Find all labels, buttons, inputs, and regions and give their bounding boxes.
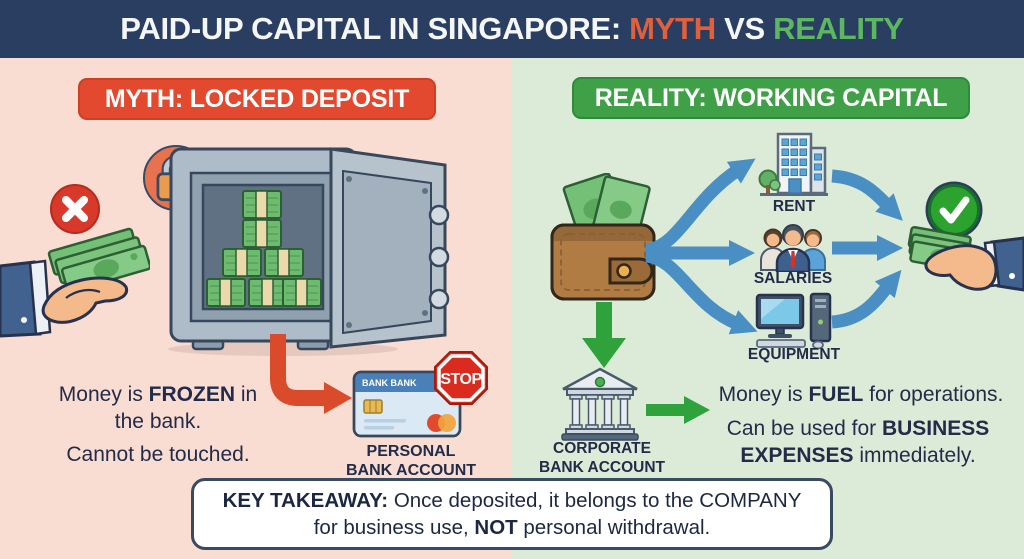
expenses-text: Can be used for BUSINESS EXPENSES immedi… [708,416,1008,469]
blue-fan-arrows [644,158,758,335]
personal-account-caption: PERSONAL BANK ACCOUNT [330,442,492,480]
hand-giving-money-icon [0,227,150,338]
frozen-post: in [235,383,258,406]
safe-icon [168,147,450,356]
frozen-bold: FROZEN [148,383,235,406]
green-right-arrow [646,396,710,424]
cannot-text: Cannot be touched. [66,443,250,466]
title-reality-word: REALITY [773,11,904,46]
blue-converge-arrows [831,169,903,329]
myth-banner: MYTH: LOCKED DEPOSIT [78,78,436,120]
caption-line2: BANK ACCOUNT [539,458,665,476]
bank-building-icon [561,367,639,441]
check-glyph [939,196,970,224]
takeaway-not: NOT [474,516,518,540]
equipment-label: EQUIPMENT [747,346,841,363]
salaries-label: SALARIES [753,270,833,287]
cross-glyph [62,196,88,222]
frozen-pre: Money is [58,383,149,406]
people-icon [760,224,826,272]
frozen-text: Money is FROZEN in the bank. [25,382,291,435]
takeaway-lead: KEY TAKEAWAY: [222,489,389,512]
title-prefix: PAID-UP CAPITAL IN SINGAPORE: [120,11,630,46]
money-stacks [206,190,322,307]
fuel-pre: Money is [718,383,809,406]
reality-panel: REALITY: WORKING CAPITAL [512,58,1024,559]
expenses-pre: Can be used for [726,417,882,440]
building-icon [758,132,828,196]
takeaway-end: personal withdrawal. [517,516,711,540]
takeaway-middle: Once deposited, it belongs to the COMPAN… [313,489,802,540]
caption-line1: CORPORATE [553,440,651,457]
caption-line1: PERSONAL [366,443,456,460]
computer-icon [755,292,832,349]
title-vs-word: VS [715,11,774,46]
key-takeaway-box: KEY TAKEAWAY: Once deposited, it belongs… [191,478,833,551]
caption-line2: BANK ACCOUNT [345,462,477,480]
red-arrow [270,334,352,414]
stop-label: STOP [440,371,482,388]
header-bar: PAID-UP CAPITAL IN SINGAPORE: MYTH VS RE… [0,0,1024,58]
fuel-bold: FUEL [808,383,864,406]
reality-banner: REALITY: WORKING CAPITAL [572,77,970,119]
green-down-arrow [582,302,626,368]
expenses-bold: BUSINESS EXPENSES [740,417,990,467]
page-title: PAID-UP CAPITAL IN SINGAPORE: MYTH VS RE… [120,11,904,47]
cross-icon [50,184,100,234]
frozen-line2: the bank. [114,409,202,433]
wallet-icon [550,173,656,301]
expenses-post: immediately. [853,443,976,467]
title-myth-word: MYTH [629,11,716,46]
rent-label: RENT [772,198,816,215]
myth-panel: MYTH: LOCKED DEPOSIT [0,58,512,559]
card-bank-name: BANK BANK [362,378,417,388]
fuel-text: Money is FUEL for operations. [716,382,1006,409]
hand-receiving-money-icon [907,225,1024,292]
fuel-post: for operations. [863,383,1004,406]
stop-sign-icon: STOP [434,351,488,405]
